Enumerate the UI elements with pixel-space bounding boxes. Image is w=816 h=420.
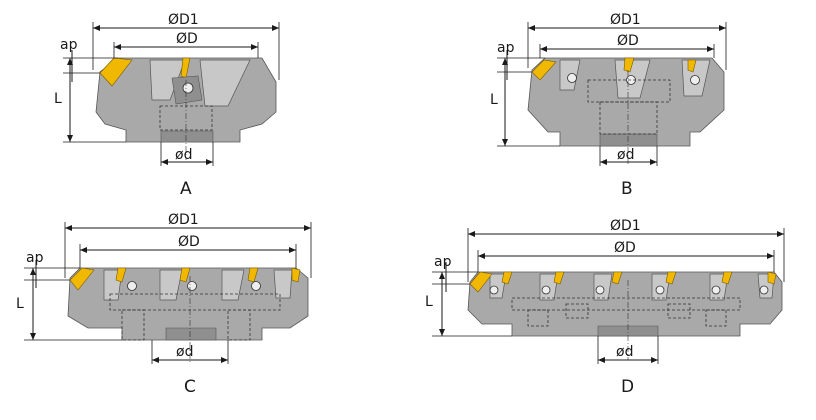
variant-d: ØD1 ØD ap L ød D (425, 218, 785, 397)
cutting-insert-b2 (623, 57, 635, 73)
label-l-b: L (490, 92, 498, 108)
label-d-d: ØD (614, 240, 636, 256)
hidden-hole-d2 (565, 303, 589, 319)
clamp-screw-icon (489, 285, 499, 295)
label-d1-d: ØD1 (610, 218, 641, 234)
clamp-screw-icon (541, 285, 551, 295)
hidden-bore-b (599, 101, 658, 135)
cutting-insert-d6 (721, 271, 733, 285)
label-d-c: ØD (178, 234, 200, 250)
label-d-a: ØD (176, 31, 198, 47)
label-bore-d: ød (616, 344, 633, 360)
hidden-recess-c (109, 293, 281, 311)
bore-slot-c (165, 327, 217, 341)
caption-d: D (621, 377, 634, 397)
label-ap-c: ap (26, 250, 44, 266)
cutting-insert-c3 (179, 267, 191, 283)
label-bore-c: ød (176, 344, 193, 360)
label-bore-b: ød (617, 147, 634, 163)
label-l-a: L (54, 91, 62, 107)
clamp-screw-icon (251, 281, 261, 291)
clamp-screw-icon (655, 285, 665, 295)
hidden-hole-d3 (667, 303, 691, 319)
label-bore-a: ød (175, 147, 192, 163)
label-d-b: ØD (617, 33, 639, 49)
caption-c: C (184, 377, 196, 397)
cutting-insert-d3 (553, 271, 565, 285)
chip-pocket-c4 (273, 269, 293, 299)
bore-slot-b (599, 133, 658, 147)
cutting-insert-c2 (115, 267, 127, 283)
clamp-screw-icon (759, 285, 769, 295)
chip-pocket-c2 (159, 269, 183, 301)
cutting-insert-b3 (687, 59, 697, 73)
caption-b: B (621, 179, 633, 199)
variant-a: ØD1 ØD ap L ød A (54, 12, 280, 199)
cutting-insert-c1 (69, 267, 95, 291)
hidden-hole-c2 (227, 309, 251, 341)
clamp-screw-icon (690, 75, 700, 85)
label-ap-d: ap (434, 254, 452, 270)
label-l-c: L (16, 296, 24, 312)
hidden-hole-c1 (121, 309, 145, 341)
caption-a: A (180, 179, 192, 199)
clamp-screw-icon (567, 73, 577, 83)
clamp-screw-icon (187, 281, 197, 291)
clamp-screw-icon (711, 285, 721, 295)
cutting-insert-d2 (501, 271, 513, 285)
label-ap-b: ap (497, 40, 515, 56)
hidden-hole-d4 (705, 309, 727, 327)
cutting-insert-b (531, 59, 557, 81)
clamp-screw-icon (182, 82, 194, 94)
hidden-hole-d1 (527, 309, 549, 327)
clamp-screw-icon (127, 281, 137, 291)
chip-pocket-a2 (199, 59, 251, 107)
cutting-insert-a (99, 57, 133, 87)
bore-slot-a (160, 130, 214, 143)
hidden-recess-b (587, 79, 671, 103)
cutting-insert-d5 (665, 271, 677, 285)
cutting-insert-d7 (767, 271, 777, 285)
variant-b: ØD1 ØD ap L ød B (490, 12, 727, 199)
label-d1-a: ØD1 (168, 12, 199, 28)
chip-pocket-c3 (221, 269, 245, 301)
label-l-d: L (425, 294, 433, 310)
cutting-insert-c5 (291, 267, 301, 283)
label-ap-a: ap (60, 37, 78, 53)
variant-c: ØD1 ØD ap L ød C (16, 212, 312, 397)
chip-pocket-a (149, 59, 186, 101)
label-d1-c: ØD1 (168, 212, 199, 228)
clamp-screw-icon (595, 285, 605, 295)
cutting-insert-d4 (611, 271, 623, 285)
label-d1-b: ØD1 (610, 12, 641, 28)
bore-slot-d (597, 325, 659, 337)
cutting-insert-d1 (469, 271, 493, 293)
